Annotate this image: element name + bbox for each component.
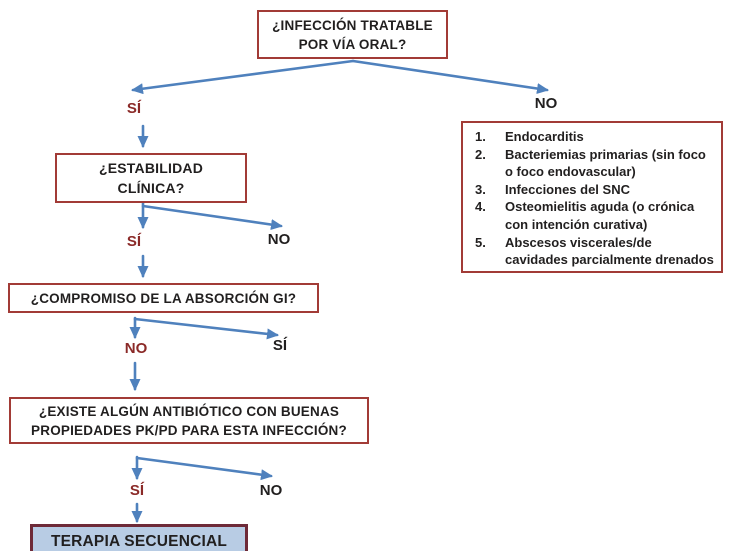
question-box-oral: ¿INFECCIÓN TRATABLE POR VÍA ORAL? — [257, 10, 448, 59]
arrow-stability-no — [141, 204, 283, 231]
list-item-text: Endocarditis — [505, 129, 584, 144]
branch-label-gi-yes: SÍ — [272, 337, 288, 354]
branch-label-gi-no: NO — [124, 340, 148, 357]
list-item: 1. Endocarditis — [469, 128, 716, 146]
list-item-number: 3. — [475, 181, 486, 197]
branch-label-pkpd-no: NO — [259, 482, 283, 499]
arrow-pkpd-no — [135, 456, 273, 481]
list-item-number: 2. — [475, 146, 486, 162]
branch-label-oral-yes: SÍ — [126, 100, 142, 117]
question-text: CLÍNICA? — [117, 180, 185, 196]
arrow-oral-yes — [131, 59, 355, 95]
result-text: TERAPIA SECUENCIAL — [50, 533, 228, 550]
question-text: POR VÍA ORAL? — [298, 36, 407, 52]
question-text: ¿ESTABILIDAD — [98, 160, 204, 176]
exclusion-list-box: 1. Endocarditis 2. Bacteriemias primaria… — [461, 121, 723, 273]
question-text: ¿INFECCIÓN TRATABLE — [272, 17, 433, 33]
list-item-number: 4. — [475, 199, 486, 215]
list-item-text: Abscesos viscerales/de cavidades parcial… — [505, 234, 714, 268]
list-item: 2. Bacteriemias primarias (sin foco o fo… — [469, 146, 716, 181]
list-item-number: 1. — [475, 129, 486, 144]
list-item: 5. Abscesos viscerales/de cavidades parc… — [469, 234, 716, 269]
list-item: 4. Osteomielitis aguda (o crónica con in… — [469, 198, 716, 233]
arrow-oral-no — [351, 59, 549, 94]
result-box-sequential-therapy: TERAPIA SECUENCIAL — [30, 524, 248, 551]
branch-label-pkpd-yes: SÍ — [129, 482, 145, 499]
branch-label-oral-no: NO — [534, 95, 558, 112]
question-box-gi-absorption: ¿COMPROMISO DE LA ABSORCIÓN GI? — [8, 283, 319, 313]
list-item-text: Infecciones del SNC — [505, 181, 630, 197]
question-text: ¿EXISTE ALGÚN ANTIBIÓTICO CON BUENAS — [38, 403, 340, 419]
branch-label-stability-yes: SÍ — [126, 233, 142, 250]
list-item-text: Osteomielitis aguda (o crónica con inten… — [505, 199, 695, 232]
list-item-number: 5. — [475, 234, 486, 250]
arrow-gi-yes — [133, 317, 279, 340]
question-box-stability: ¿ESTABILIDAD CLÍNICA? — [55, 153, 247, 203]
branch-label-stability-no: NO — [267, 231, 291, 248]
list-item: 3. Infecciones del SNC — [469, 181, 716, 199]
list-item-text: Bacteriemias primarias (sin foco o foco … — [505, 146, 706, 180]
question-text: PROPIEDADES PK/PD PARA ESTA INFECCIÓN? — [31, 422, 347, 438]
question-box-pkpd: ¿EXISTE ALGÚN ANTIBIÓTICO CON BUENAS PRO… — [9, 397, 369, 444]
question-text: ¿COMPROMISO DE LA ABSORCIÓN GI? — [30, 290, 297, 306]
